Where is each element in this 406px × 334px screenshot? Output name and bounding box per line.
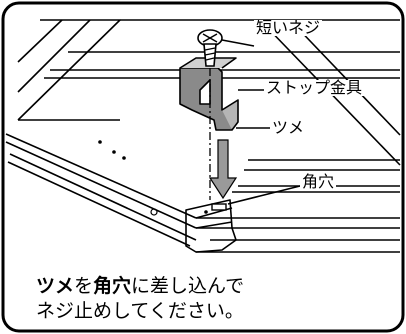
caption-line-2: ネジ止めしてください。 — [36, 300, 244, 322]
square-hole — [211, 203, 227, 211]
caption-term-tab: ツメ — [36, 275, 75, 297]
label-tab: ツメ — [270, 118, 307, 137]
rail-holes — [98, 140, 208, 216]
caption-term-square-hole: 角穴 — [93, 275, 132, 297]
label-square-hole: 角穴 — [300, 172, 337, 191]
caption-line-1: ツメを角穴に差し込んで — [36, 274, 244, 299]
caption-text-a: を — [74, 275, 94, 297]
leader-lines — [221, 39, 301, 205]
insert-arrow — [208, 139, 238, 200]
label-stop-bracket: ストップ金具 — [264, 78, 365, 97]
instruction-caption: ツメを角穴に差し込んで ネジ止めしてください。 — [36, 274, 244, 324]
label-short-screw: 短いネジ — [254, 18, 323, 37]
caption-text-b: に差し込んで — [131, 275, 245, 297]
screw — [197, 29, 223, 67]
